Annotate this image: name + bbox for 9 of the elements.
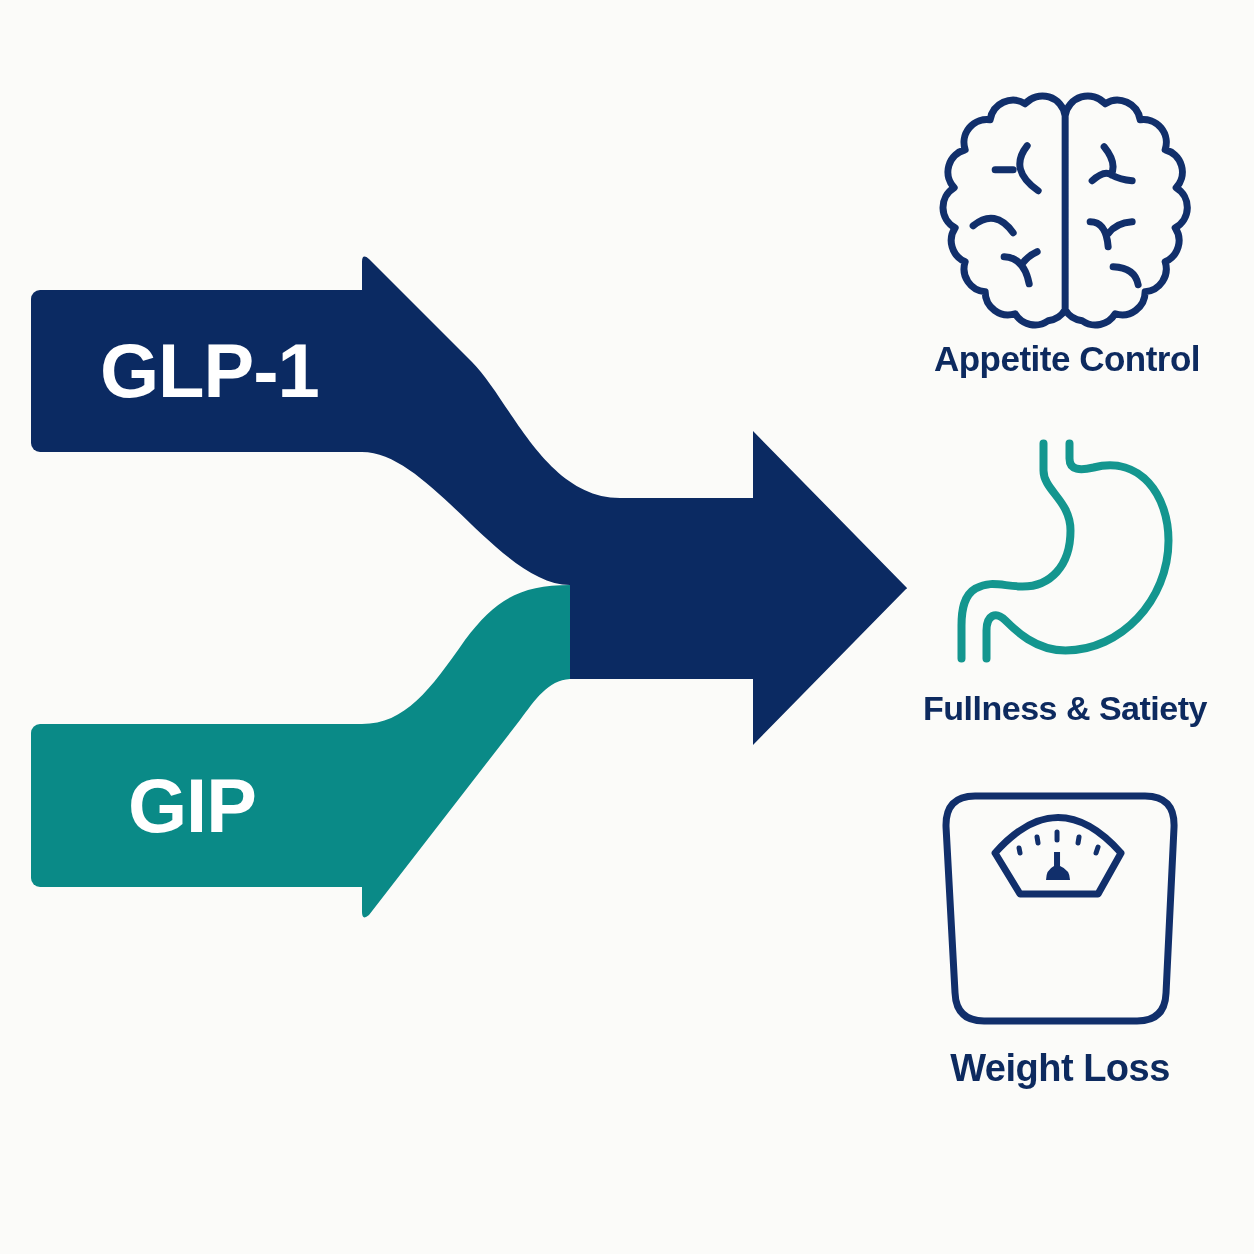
band-label: GIP bbox=[128, 763, 256, 848]
arrow-band bbox=[31, 724, 363, 887]
merging-arrow bbox=[362, 256, 907, 589]
arrow-band bbox=[31, 290, 363, 452]
outcome-label: Fullness & Satiety bbox=[923, 689, 1207, 729]
merging-arrow bbox=[362, 585, 907, 918]
outcome-label: Weight Loss bbox=[950, 1047, 1170, 1091]
outcome-label: Appetite Control bbox=[933, 339, 1201, 380]
band-label: GLP-1 bbox=[100, 329, 319, 413]
